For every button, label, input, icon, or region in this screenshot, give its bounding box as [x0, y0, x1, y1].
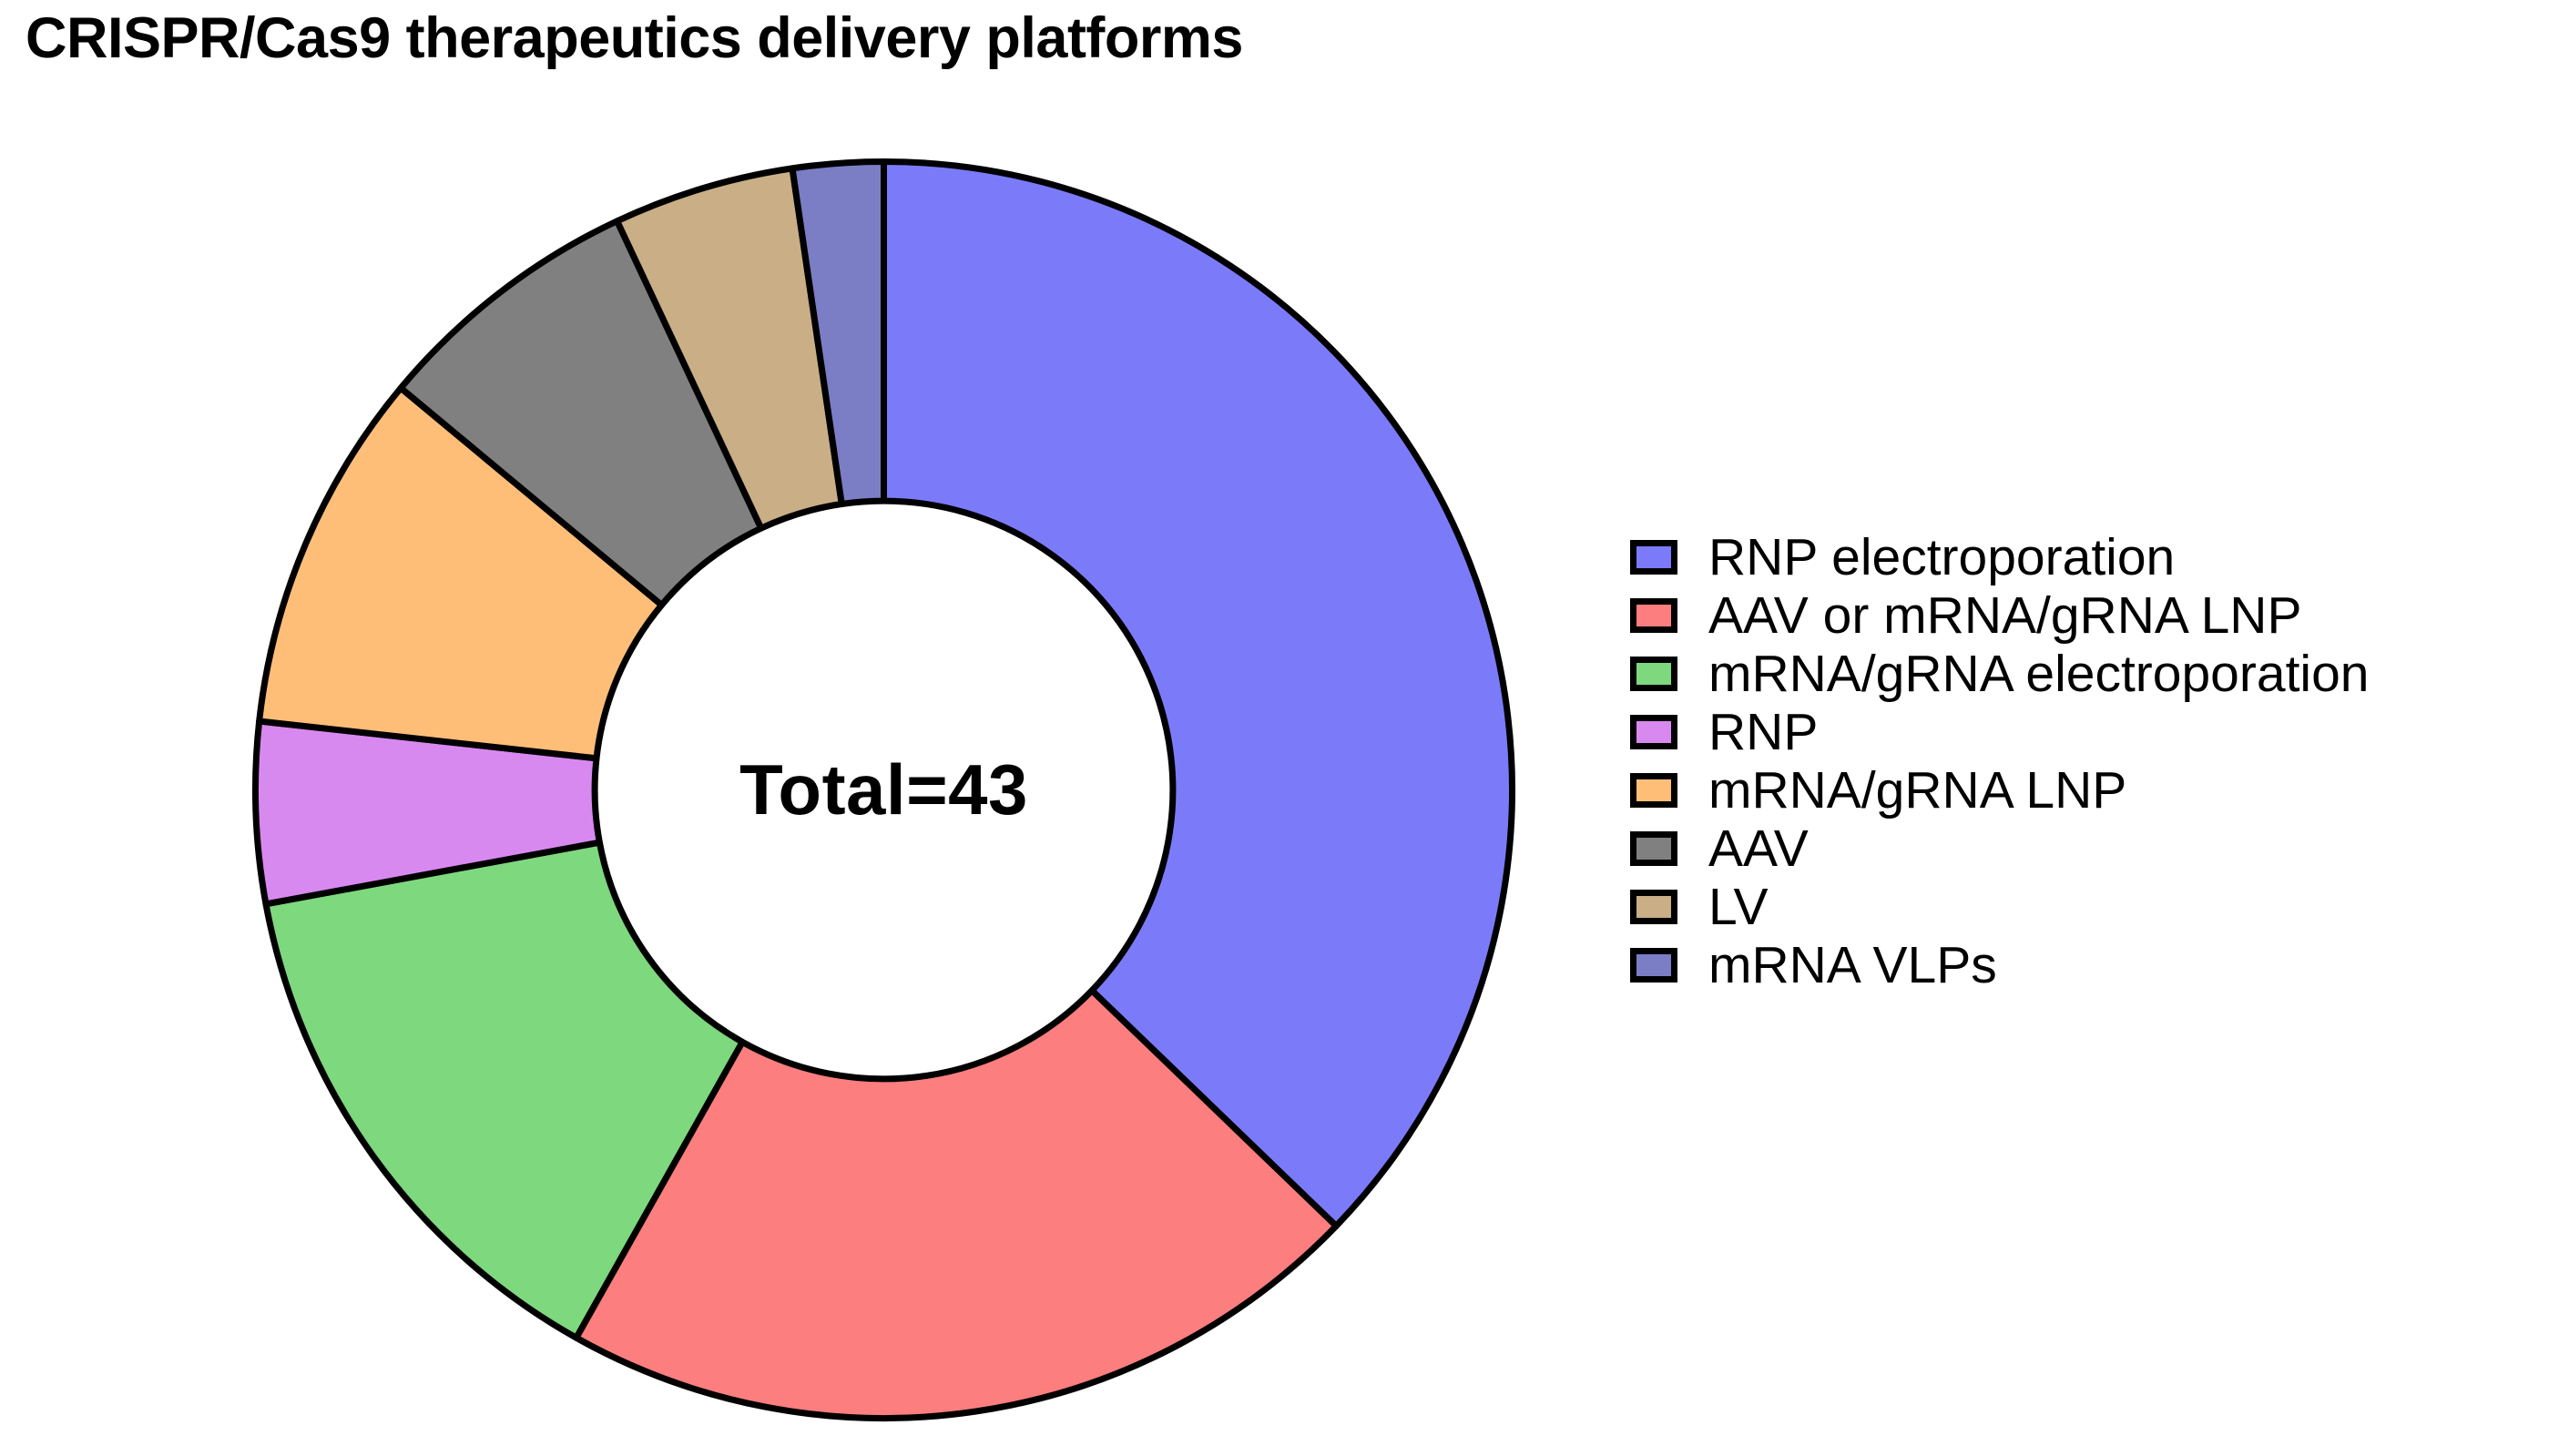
legend-item[interactable]: RNP electroporation	[1630, 528, 2550, 586]
donut-chart: Total=43	[226, 132, 1542, 1448]
legend-swatch-icon	[1630, 831, 1677, 866]
legend-item-label: LV	[1708, 877, 1769, 936]
donut-slice[interactable]	[262, 839, 746, 1341]
donut-slice[interactable]	[789, 158, 887, 507]
legend-item[interactable]: mRNA VLPs	[1630, 936, 2550, 994]
legend-swatch-icon	[1630, 773, 1677, 808]
legend-item-label: RNP	[1708, 702, 1819, 761]
legend-item[interactable]: mRNA/gRNA LNP	[1630, 761, 2550, 820]
legend-item-label: mRNA VLPs	[1708, 935, 1997, 994]
legend-swatch-icon	[1630, 715, 1677, 749]
legend-item[interactable]: AAV	[1630, 820, 2550, 878]
legend-item-label: mRNA/gRNA electroporation	[1708, 644, 2370, 703]
legend-swatch-icon	[1630, 598, 1677, 633]
donut-slice[interactable]	[881, 158, 1515, 1229]
legend-item-label: AAV	[1708, 819, 1809, 878]
legend-swatch-icon	[1630, 948, 1677, 983]
legend-item-label: AAV or mRNA/gRNA LNP	[1708, 585, 2302, 645]
donut-chart-svg	[252, 158, 1515, 1421]
legend-swatch-icon	[1630, 890, 1677, 924]
donut-slice-group	[252, 158, 1515, 1421]
legend-item[interactable]: LV	[1630, 878, 2550, 936]
legend-swatch-icon	[1630, 657, 1677, 691]
page-title: CRISPR/Cas9 therapeutics delivery platfo…	[25, 6, 1243, 70]
donut-slice[interactable]	[573, 987, 1340, 1421]
legend-item[interactable]: AAV or mRNA/gRNA LNP	[1630, 586, 2550, 645]
donut-slice[interactable]	[256, 384, 666, 762]
legend-swatch-icon	[1630, 540, 1677, 575]
legend-item-label: RNP electroporation	[1708, 527, 2176, 586]
legend-item[interactable]: mRNA/gRNA electroporation	[1630, 645, 2550, 703]
legend-item-label: mRNA/gRNA LNP	[1708, 760, 2127, 820]
legend-item[interactable]: RNP	[1630, 703, 2550, 761]
